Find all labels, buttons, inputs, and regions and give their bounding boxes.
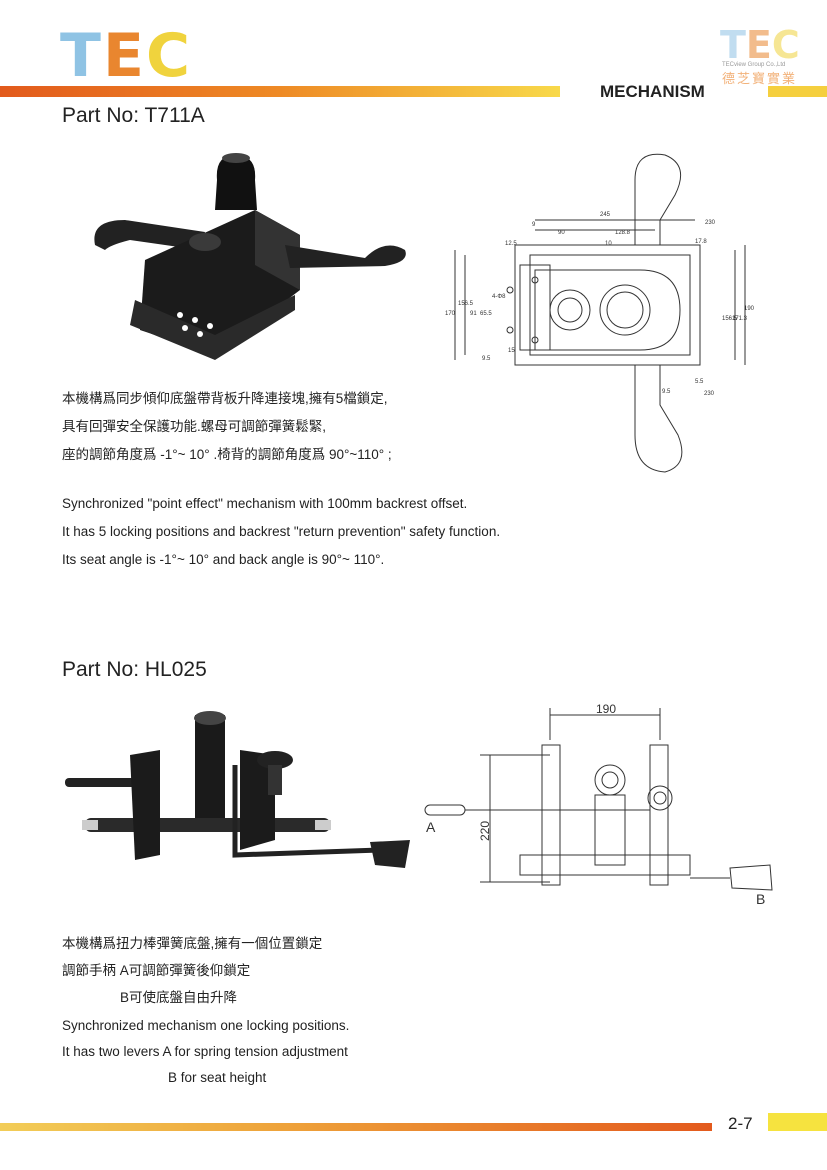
hl025-product-photo [65, 711, 410, 868]
dim-171-3: 171.3 [732, 316, 748, 322]
t711a-cn-line: 具有回彈安全保護功能.螺母可調節彈簧鬆緊, [62, 419, 327, 434]
t711a-en-line: Synchronized "point effect" mechanism wi… [62, 496, 468, 511]
dim-170: 170 [445, 311, 456, 317]
dim-9-5-right: 9.5 [662, 389, 671, 395]
lever-a-photo [65, 778, 145, 787]
right-side-plate [649, 744, 669, 886]
dim-5-5: 5.5 [695, 379, 704, 385]
backrest-bracket-top [634, 153, 682, 245]
hl025-cn-line: 調節手柄 A可調節彈簧後仰鎖定 [62, 963, 251, 978]
header-accent-bar [768, 86, 827, 97]
t711a-cn-line: 座的調節角度爲 -1°~ 10° .椅背的調節角度爲 90°~110° ; [62, 447, 392, 462]
dim-190-hl025: 190 [596, 702, 616, 716]
backrest-bracket-bottom [634, 365, 683, 473]
plate-outline [514, 244, 701, 366]
t711a-chinese-description: 本機構爲同步傾仰底盤帶背板升降連接塊,擁有5檔鎖定, 具有回彈安全保護功能.螺母… [62, 385, 392, 469]
dim-12-5: 12.5 [505, 241, 517, 247]
hl025-cn-line: B可使底盤自由升降 [120, 990, 238, 1005]
hl025-cn-line: 本機構爲扭力棒彈簧底盤,擁有一個位置鎖定 [62, 936, 323, 951]
tecview-logo-subtitle: TECview Group Co.,Ltd [722, 62, 786, 68]
hl025-en-line: Synchronized mechanism one locking posit… [62, 1018, 350, 1033]
hl025-en-line: It has two levers A for spring tension a… [62, 1044, 348, 1059]
header-gradient-bar [0, 86, 560, 97]
t711a-product-photo [94, 153, 406, 360]
tension-knob-hl025 [257, 751, 293, 769]
tension-knob [215, 155, 257, 210]
part-number-hl025: Part No: HL025 [62, 658, 207, 681]
dim-15: 15 [508, 348, 515, 354]
lever-b-photo [232, 765, 381, 858]
dim-230-top: 230 [705, 220, 716, 226]
dim-230-bottom: 230 [704, 391, 715, 397]
dim-10: 10 [605, 241, 612, 247]
dim-190: 190 [744, 306, 755, 312]
tec-logo: TEC [60, 21, 192, 91]
footer-accent-bar [768, 1113, 827, 1131]
tecview-logo-chinese: 德芝寶實業 [722, 71, 798, 86]
dim-220-hl025: 220 [478, 821, 492, 841]
tecview-logo: TEC [720, 23, 800, 67]
dim-90: 90 [558, 230, 565, 236]
t711a-english-description: Synchronized "point effect" mechanism wi… [62, 490, 500, 574]
dim-156-5-left: 156.5 [458, 301, 474, 307]
t711a-dimension-drawing: 245 230 9 90 128.8 10 12.5 17.8 170 156.… [445, 153, 755, 473]
left-side-plate [541, 744, 561, 886]
t711a-cn-line: 本機構爲同步傾仰底盤帶背板升降連接塊,擁有5檔鎖定, [62, 391, 388, 406]
hl025-dimension-drawing: 190 220 A B [424, 702, 773, 907]
base-plate [130, 295, 295, 360]
t711a-en-line: Its seat angle is -1°~ 10° and back angl… [62, 552, 385, 567]
t711a-en-line: It has 5 locking positions and backrest … [62, 524, 501, 539]
dim-128-8: 128.8 [615, 230, 631, 236]
label-a: A [426, 819, 436, 835]
left-arm [94, 220, 205, 250]
dim-9: 9 [532, 222, 536, 228]
dim-245: 245 [600, 212, 611, 218]
hl025-english-description: Synchronized mechanism one locking posit… [62, 1013, 349, 1091]
dim-17-8: 17.8 [695, 239, 707, 245]
lever-a-drawing [424, 804, 466, 816]
part-number-t711a: Part No: T711A [62, 104, 205, 127]
section-title: MECHANISM [600, 82, 705, 101]
torsion-bar [85, 818, 330, 832]
dim-91: 91 [470, 311, 477, 317]
footer-gradient-bar [0, 1123, 712, 1131]
label-b: B [756, 891, 765, 907]
dim-4-phi-8: 4-Φ8 [492, 294, 506, 300]
dim-9-5-left: 9.5 [482, 356, 491, 362]
dim-156-5-right: 156.5 [722, 316, 738, 322]
hl025-en-line: B for seat height [168, 1070, 267, 1085]
gas-cylinder-socket [189, 233, 221, 251]
page-number: 2-7 [728, 1114, 753, 1133]
hl025-chinese-description: 本機構爲扭力棒彈簧底盤,擁有一個位置鎖定 調節手柄 A可調節彈簧後仰鎖定 B可使… [62, 930, 322, 1011]
dim-65-5: 65.5 [480, 311, 492, 317]
mechanism-column [195, 715, 225, 830]
right-lever [285, 245, 406, 268]
